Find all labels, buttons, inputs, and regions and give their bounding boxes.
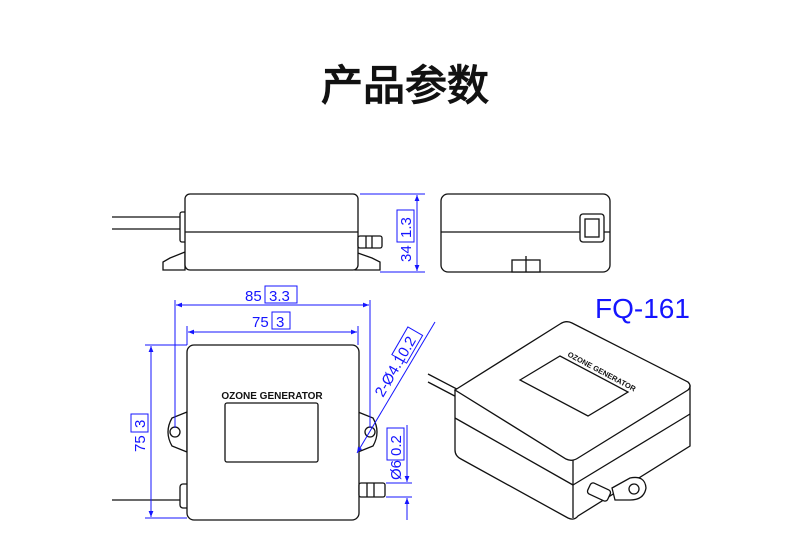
height-inch: 1.3 bbox=[398, 217, 415, 238]
overall-width-inch: 3.3 bbox=[269, 288, 290, 305]
page-title: 产品参数 bbox=[321, 61, 489, 110]
product-label-top: OZONE GENERATOR bbox=[221, 391, 323, 402]
height-value: 34 bbox=[398, 245, 415, 262]
mount-hole-left bbox=[169, 426, 181, 438]
nozzle-inch: 0.2 bbox=[388, 435, 405, 456]
mount-holes-value: 2-Ø4.1 bbox=[372, 352, 410, 400]
dimension-height: 34 1.3 bbox=[360, 193, 425, 273]
dimension-mount-holes: 2-Ø4.1 0.2 bbox=[356, 321, 436, 454]
model-number: FQ-161 bbox=[595, 293, 690, 324]
front-view bbox=[440, 193, 611, 273]
top-view: OZONE GENERATOR bbox=[112, 344, 386, 521]
isometric-view: OZONE GENERATOR bbox=[427, 321, 691, 520]
nozzle-value: Ø6 bbox=[388, 460, 405, 480]
side-view bbox=[112, 193, 383, 271]
dimension-overall-width: 85 3.3 bbox=[174, 285, 371, 428]
body-depth-value: 75 bbox=[132, 435, 149, 452]
overall-width-value: 85 bbox=[245, 288, 262, 305]
body-depth-inch: 3 bbox=[132, 420, 149, 428]
body-width-inch: 3 bbox=[276, 314, 284, 331]
body-width-value: 75 bbox=[252, 314, 269, 331]
dimension-body-depth: 75 3 bbox=[130, 344, 187, 519]
dimension-nozzle: Ø6 0.2 bbox=[386, 425, 412, 520]
dimension-body-width: 75 3 bbox=[186, 311, 359, 345]
